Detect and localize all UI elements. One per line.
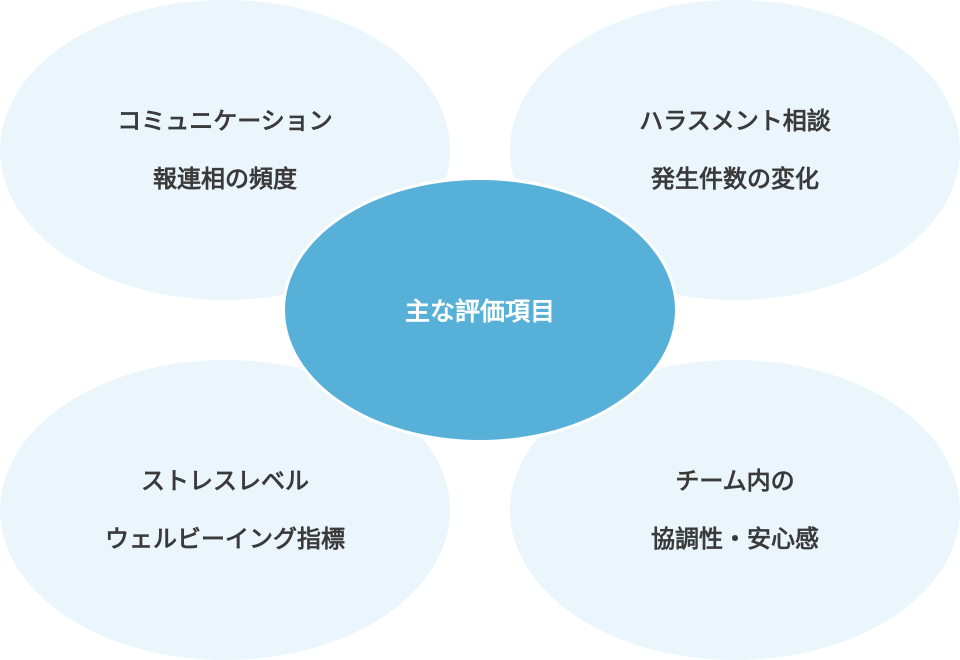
item-subtitle: ウェルビーイング指標 <box>105 525 345 553</box>
center-label: 主な評価項目 <box>404 297 555 326</box>
center-node: 主な評価項目 <box>282 177 678 443</box>
item-communication: コミュニケーション 報連相の頻度 <box>0 0 450 300</box>
item-subtitle: 協調性・安心感 <box>651 525 819 553</box>
item-subtitle: 報連相の頻度 <box>153 165 297 193</box>
item-title: コミュニケーション <box>117 107 333 135</box>
item-subtitle: 発生件数の変化 <box>651 165 819 193</box>
item-title: ハラスメント相談 <box>639 107 831 135</box>
item-title: チーム内の <box>675 467 795 495</box>
item-title: ストレスレベル <box>141 467 309 495</box>
